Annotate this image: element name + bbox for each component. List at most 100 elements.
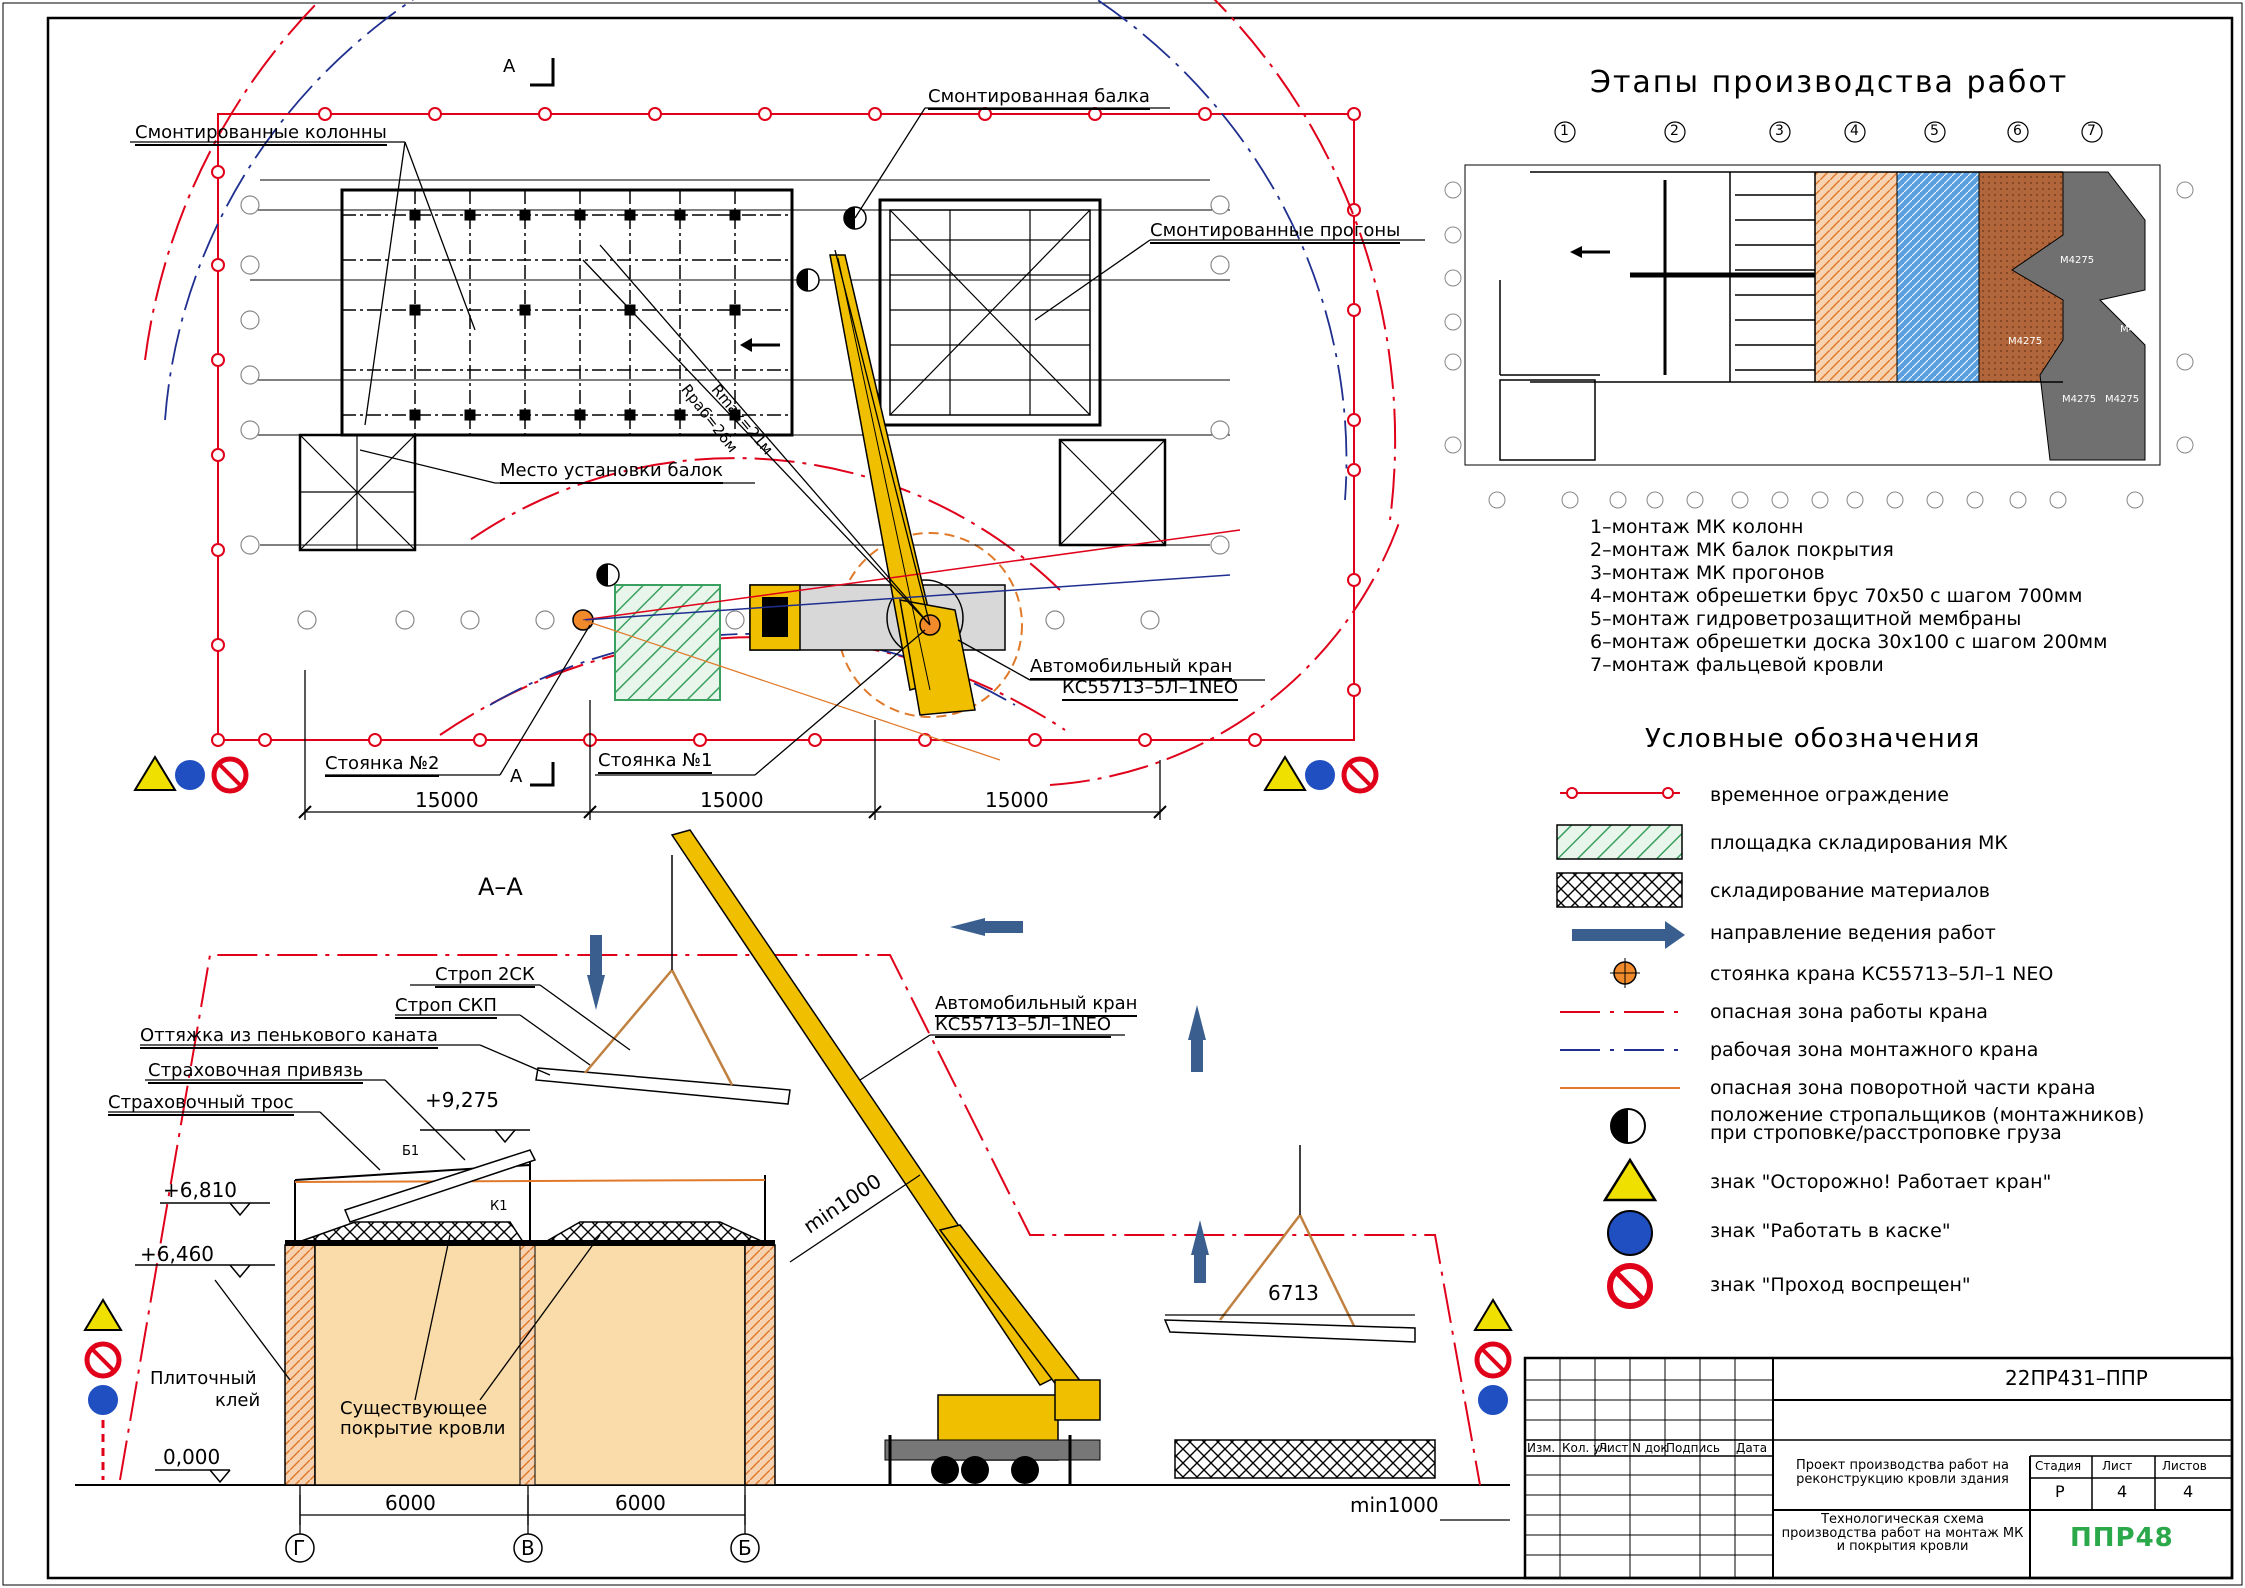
- radius-lines: [582, 244, 931, 626]
- section-dim-2: 6000: [615, 1491, 666, 1515]
- roof-mark: М4275: [2105, 394, 2140, 405]
- building-wall-left: [284, 1244, 316, 1486]
- plan-signs-left: [133, 755, 249, 794]
- roof-mark: М4275: [2060, 255, 2095, 266]
- level-marks: [135, 1129, 530, 1484]
- hoisted-beam: [535, 1067, 791, 1105]
- legend-sign-helmet: знак "Работать в каске": [1710, 1220, 1951, 1242]
- tb-sheet-header: Лист: [2102, 1459, 2133, 1473]
- plan-signs-right: [1263, 755, 1379, 794]
- legend-crane-stand: стоянка крана КС55713–5Л–1 NEO: [1710, 963, 2054, 985]
- tb-h-date: Дата: [1736, 1441, 1768, 1455]
- label-tile: Плиточный: [150, 1368, 257, 1389]
- legend-danger-work: опасная зона работы крана: [1710, 1001, 1988, 1023]
- section-danger-zone: [119, 954, 1481, 1486]
- legend-symbols: [1556, 787, 1685, 1309]
- legend-danger-rotation: опасная зона поворотной части крана: [1710, 1077, 2096, 1099]
- crane-plan: [572, 254, 1241, 761]
- section-axis-g: Г: [293, 1536, 306, 1560]
- stage-step: 7–монтаж фальцевой кровли: [1590, 654, 1884, 676]
- plan-dim-3: 15000: [985, 788, 1049, 812]
- tb-sheet: 4: [2117, 1482, 2128, 1501]
- section-view: [75, 829, 1513, 1563]
- label-beam: Смонтированная балка: [928, 88, 1150, 110]
- building-column-mid: [519, 1244, 536, 1486]
- level-0000: 0,000: [163, 1445, 221, 1469]
- section-signs-right: [1473, 1298, 1513, 1417]
- section-dim-3: 6713: [1268, 1281, 1319, 1305]
- legend-storage-materials: складирование материалов: [1710, 880, 1990, 902]
- building-plan: [250, 179, 1230, 552]
- title-block: [1523, 1356, 2234, 1580]
- tb-sheets-header: Листов: [2162, 1459, 2207, 1473]
- plan-view: [130, 0, 1425, 820]
- inner-frame: [46, 16, 2234, 1580]
- label-purlins: Смонтированные прогоны: [1150, 222, 1401, 244]
- section-dim-1: 6000: [385, 1491, 436, 1515]
- crane-section: [670, 829, 1101, 1485]
- section-axes: [285, 1533, 760, 1563]
- tb-sheets: 4: [2183, 1482, 2194, 1501]
- section-dimensions: [299, 1314, 1510, 1535]
- temporary-fence: [211, 107, 1361, 747]
- label-strop-2sk: Строп 2СК: [435, 966, 535, 988]
- materials-storage: [1174, 1439, 1436, 1479]
- level-6810: +6,810: [163, 1178, 238, 1202]
- stage-axes-bottom: [1444, 181, 2194, 509]
- label-crane-model-plan: КС55713–5Л–1NEO: [1062, 679, 1239, 701]
- label-stand-2: Стоянка №2: [325, 755, 440, 777]
- stage-area-4: [1814, 171, 1898, 383]
- tb-h-ndoc: N док: [1632, 1441, 1668, 1455]
- plan-dimensions: [298, 670, 1167, 820]
- legend-slingers: положение стропальщиков (монтажников) пр…: [1710, 1104, 2145, 1145]
- label-guy-rope: Оттяжка из пенькового каната: [140, 1027, 438, 1049]
- plan-dim-2: 15000: [700, 788, 764, 812]
- stage-col-3: 3: [1775, 123, 1784, 139]
- stage-col-2: 2: [1670, 123, 1679, 139]
- roof-mark: М4275: [2008, 336, 2043, 347]
- legend-sign-crane: знак "Осторожно! Работает кран": [1710, 1171, 2052, 1193]
- tb-org: ППР48: [2070, 1523, 2174, 1553]
- section-leaders: [108, 984, 1125, 1401]
- stage-area-7: [2011, 171, 2146, 461]
- tb-code: 22ПР431–ППР: [2005, 1366, 2148, 1390]
- mk-storage-area: [614, 584, 721, 701]
- roof-mark: М4275: [2120, 324, 2155, 335]
- label-crane-model-section: КС55713–5Л–1NEO: [935, 1016, 1112, 1038]
- label-beam-place: Место установки балок: [500, 462, 723, 484]
- stage-area-5: [1896, 171, 1980, 383]
- section-marks: [530, 58, 555, 787]
- safety-rope: [294, 1179, 766, 1183]
- legend-storage-mk: площадка складирования МК: [1710, 832, 2008, 854]
- stages-title: Этапы производства работ: [1590, 65, 2069, 100]
- legend-sign-noentry: знак "Проход воспрещен": [1710, 1274, 1971, 1296]
- stage-grid: [1499, 171, 2063, 461]
- section-axis-v: В: [521, 1536, 535, 1560]
- level-9275: +9,275: [425, 1088, 500, 1112]
- section-direction-arrows: [587, 918, 1209, 1283]
- label-crane-plan: Автомобильный кран: [1030, 658, 1233, 680]
- label-harness: Страховочная привязь: [148, 1062, 364, 1084]
- level-6460: +6,460: [140, 1242, 215, 1266]
- legend-title: Условные обозначения: [1645, 724, 1981, 754]
- section-title: А–А: [478, 873, 523, 901]
- label-b1: Б1: [402, 1144, 420, 1159]
- label-roof-2: покрытие кровли: [340, 1418, 506, 1439]
- tb-h-kol: Кол. уч: [1562, 1441, 1608, 1455]
- tb-h-sign: Подпись: [1666, 1441, 1720, 1455]
- stage-step: 3–монтаж МК прогонов: [1590, 562, 1825, 584]
- label-safety-rope: Страховочный трос: [108, 1094, 294, 1116]
- label-strop-skp: Строп СКП: [395, 997, 497, 1019]
- legend-direction: направление ведения работ: [1710, 922, 1996, 944]
- label-roof: Существующее: [340, 1398, 488, 1419]
- slings: [584, 969, 1357, 1329]
- section-signs-left: [83, 1298, 123, 1480]
- building-wall-right: [744, 1244, 776, 1486]
- tb-h-list: Лист: [1598, 1441, 1629, 1455]
- section-axis-b: Б: [738, 1536, 752, 1560]
- stage-col-7: 7: [2087, 123, 2096, 139]
- section-mark-top: A: [503, 56, 516, 77]
- tb-sheet-title: Технологическая схема производства работ…: [1781, 1512, 2024, 1555]
